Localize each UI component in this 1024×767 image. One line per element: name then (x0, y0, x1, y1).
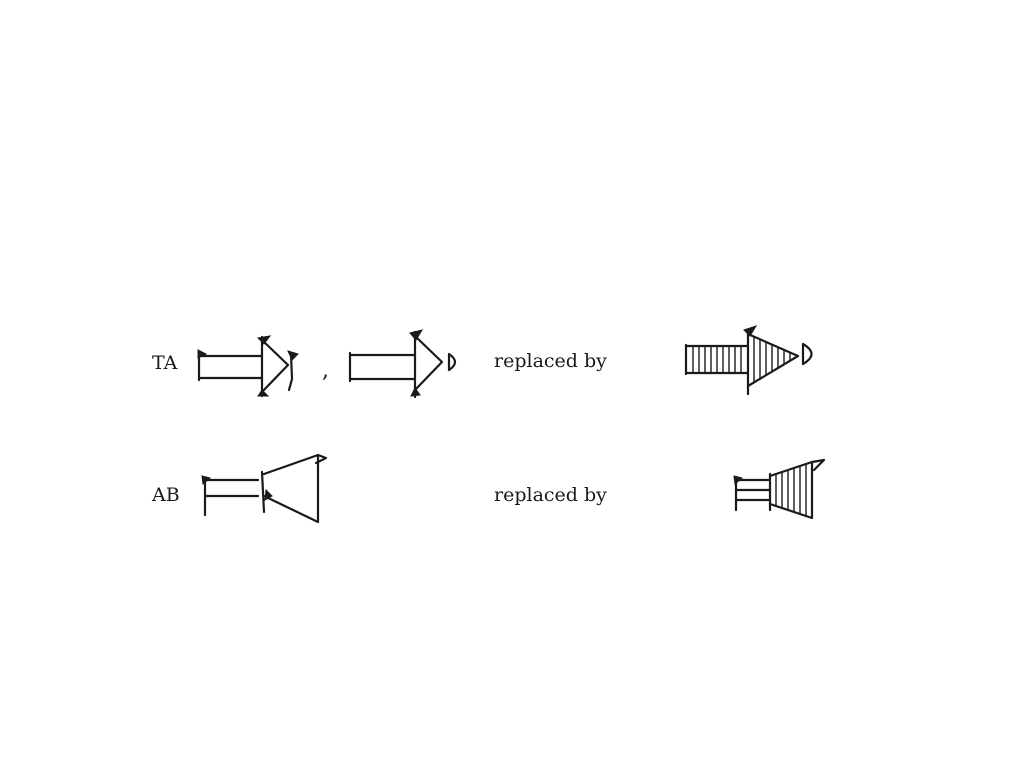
double-line-with-cone-icon (201, 453, 328, 524)
separator-comma: , (322, 358, 329, 383)
replaced-by-text-ab: replaced by (494, 484, 607, 506)
arrow-with-triangle-head-icon (197, 335, 299, 398)
arrow-with-triangle-head-and-d-icon (348, 329, 457, 399)
replaced-by-text-ta: replaced by (494, 350, 607, 372)
hatched-arrow-icon (684, 325, 813, 396)
hatched-cone-icon (733, 458, 826, 520)
row-label-ta: TA (152, 352, 178, 374)
row-label-ab: AB (152, 484, 180, 506)
